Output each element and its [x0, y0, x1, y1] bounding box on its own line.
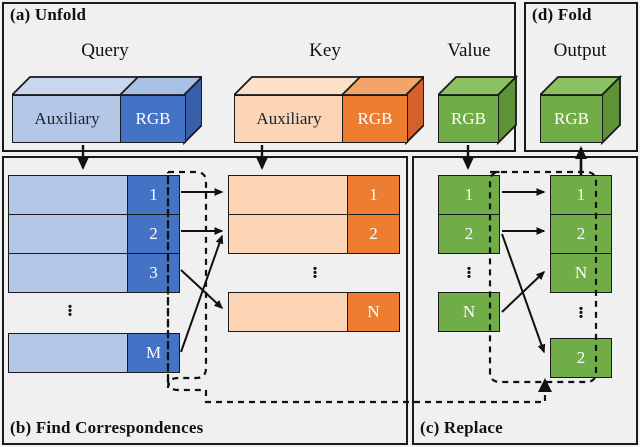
output-row-1: 1 — [550, 175, 612, 215]
key-cuboid: Auxiliary RGB — [234, 75, 424, 146]
query-rows-ellipsis: . . . — [60, 291, 80, 321]
key-auxiliary-face: Auxiliary — [234, 95, 344, 143]
key-rows-ellipsis: . . . — [305, 253, 325, 283]
query-title: Query — [81, 40, 129, 61]
dot-1: . — [67, 291, 73, 313]
query-row-aux-M — [8, 333, 128, 373]
value-rows-ellipsis: . . . — [459, 253, 479, 283]
query-row-aux-3 — [8, 253, 128, 293]
output-rows-ellipsis: . . . — [571, 294, 591, 323]
dot-3: . — [466, 261, 472, 283]
dot-2: . — [312, 257, 318, 279]
output-row-2: 2 — [550, 214, 612, 254]
query-row-aux-1 — [8, 175, 128, 215]
value-row-N: N — [438, 292, 500, 332]
output-cuboid: RGB — [540, 75, 623, 146]
key-row-index-N: N — [347, 292, 400, 332]
query-rgb-face: RGB — [120, 95, 186, 143]
value-rgb-face: RGB — [438, 95, 499, 143]
panel-find-correspondences-label: (b) Find Correspondences — [10, 418, 204, 437]
dot-3: . — [67, 299, 73, 321]
value-cuboid: RGB — [438, 75, 518, 146]
dot-1: . — [312, 253, 318, 275]
key-row-aux-N — [228, 292, 348, 332]
query-row-index-M: M — [127, 333, 180, 373]
dot-3: . — [578, 301, 584, 323]
key-row-index-2: 2 — [347, 214, 400, 254]
dot-2: . — [67, 295, 73, 317]
output-row-bottom-2: 2 — [550, 338, 612, 378]
key-row-aux-1 — [228, 175, 348, 215]
value-row-2: 2 — [438, 214, 500, 254]
query-row-index-1: 1 — [127, 175, 180, 215]
dot-2: . — [466, 257, 472, 279]
key-rgb-face: RGB — [342, 95, 408, 143]
dot-3: . — [312, 261, 318, 283]
output-rgb-face: RGB — [540, 95, 603, 143]
panel-replace-label: (c) Replace — [420, 418, 503, 437]
query-auxiliary-face: Auxiliary — [12, 95, 122, 143]
panel-unfold-label: (a) Unfold — [10, 5, 87, 24]
output-row-N: N — [550, 253, 612, 293]
query-row-index-2: 2 — [127, 214, 180, 254]
key-title: Key — [309, 40, 341, 61]
query-cuboid: Auxiliary RGB — [12, 75, 202, 146]
panel-fold-label: (d) Fold — [532, 5, 592, 24]
query-row-aux-2 — [8, 214, 128, 254]
output-title: Output — [553, 40, 607, 61]
query-row-index-3: 3 — [127, 253, 180, 293]
value-row-1: 1 — [438, 175, 500, 215]
key-row-aux-2 — [228, 214, 348, 254]
value-title: Value — [447, 40, 491, 61]
dot-1: . — [466, 253, 472, 275]
key-row-index-1: 1 — [347, 175, 400, 215]
